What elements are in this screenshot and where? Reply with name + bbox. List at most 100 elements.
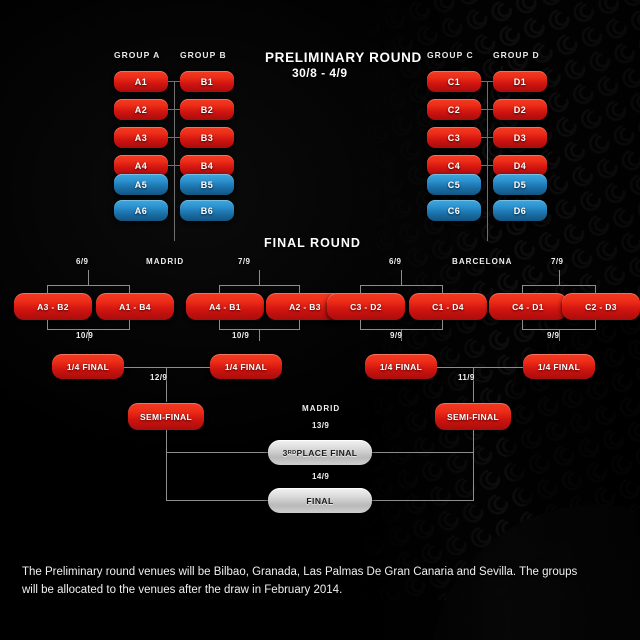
bracket-left-l3 <box>219 320 220 329</box>
team-pill-b2[interactable]: B2 <box>180 99 234 120</box>
team-pill-a6[interactable]: A6 <box>114 200 168 221</box>
rail-left-to-final <box>166 500 270 501</box>
team-pill-b1[interactable]: B1 <box>180 71 234 92</box>
team-pill-c6[interactable]: C6 <box>427 200 481 221</box>
venue-label-barcelona: BARCELONA <box>452 257 513 266</box>
team-pill-c5[interactable]: C5 <box>427 174 481 195</box>
rail-right-vertical <box>473 452 474 500</box>
connector-right-sf-stem <box>473 367 474 402</box>
third-place-date: 13/9 <box>312 421 330 430</box>
team-pill-b5[interactable]: B5 <box>180 174 234 195</box>
team-pill-c2[interactable]: C2 <box>427 99 481 120</box>
bracket-right-u1 <box>360 285 361 294</box>
third-place-ordinal-suffix: RD <box>287 449 297 456</box>
connector-ab-spine <box>174 81 175 241</box>
semifinal-pill-left[interactable]: SEMI-FINAL <box>128 403 204 430</box>
bracket-right-l-stem <box>401 329 402 341</box>
match-pill-a4-b1[interactable]: A4 - B1 <box>186 293 264 320</box>
rail-right-to-third <box>370 452 474 453</box>
bracket-left-l-stem <box>88 329 89 341</box>
match-pill-c1-d4[interactable]: C1 - D4 <box>409 293 487 320</box>
final-pill[interactable]: FINAL <box>268 488 372 513</box>
bracket-right-u2 <box>442 285 443 294</box>
third-place-number: 3 <box>282 447 288 458</box>
bracket-left-l2 <box>129 320 130 329</box>
team-pill-d3[interactable]: D3 <box>493 127 547 148</box>
bracket-left-l1 <box>47 320 48 329</box>
bracket-left-u4 <box>299 285 300 294</box>
team-pill-b3[interactable]: B3 <box>180 127 234 148</box>
date-right-7-9: 7/9 <box>551 257 564 266</box>
team-pill-a4[interactable]: A4 <box>114 155 168 176</box>
connector-left-sf-stem <box>166 367 167 402</box>
semifinal-pill-right[interactable]: SEMI-FINAL <box>435 403 511 430</box>
bracket-right-l1 <box>360 320 361 329</box>
connector-left-qf-sf <box>124 367 210 368</box>
bracket-left-u-stem <box>88 270 89 286</box>
sf-date-left: 12/9 <box>150 373 168 382</box>
date-left-6-9: 6/9 <box>76 257 89 266</box>
team-pill-c3[interactable]: C3 <box>427 127 481 148</box>
preliminary-round-title: PRELIMINARY ROUND <box>265 50 422 65</box>
bracket-right-u3 <box>522 285 523 294</box>
team-pill-d6[interactable]: D6 <box>493 200 547 221</box>
bracket-right-l3 <box>522 320 523 329</box>
qf-date-right-1: 9/9 <box>390 331 403 340</box>
qf-date-left-2: 10/9 <box>232 331 250 340</box>
match-pill-c4-d1[interactable]: C4 - D1 <box>489 293 567 320</box>
team-pill-c1[interactable]: C1 <box>427 71 481 92</box>
preliminary-round-dates: 30/8 - 4/9 <box>292 66 348 80</box>
rail-right-to-final <box>370 500 474 501</box>
team-pill-a1[interactable]: A1 <box>114 71 168 92</box>
rail-left-drop <box>166 430 167 452</box>
bracket-left-l-stem2 <box>259 329 260 341</box>
team-pill-b6[interactable]: B6 <box>180 200 234 221</box>
bracket-left-u-stem2 <box>259 270 260 286</box>
match-pill-c2-d3[interactable]: C2 - D3 <box>562 293 640 320</box>
bracket-right-l4 <box>595 320 596 329</box>
team-pill-d4[interactable]: D4 <box>493 155 547 176</box>
qf-date-left-1: 10/9 <box>76 331 94 340</box>
bracket-right-l-stem2 <box>559 329 560 341</box>
team-pill-d1[interactable]: D1 <box>493 71 547 92</box>
match-pill-a1-b4[interactable]: A1 - B4 <box>96 293 174 320</box>
match-pill-c3-d2[interactable]: C3 - D2 <box>327 293 405 320</box>
quarterfinal-pill-left-2[interactable]: 1/4 FINAL <box>210 354 282 379</box>
bracket-left-l4 <box>299 320 300 329</box>
team-pill-a2[interactable]: A2 <box>114 99 168 120</box>
quarterfinal-pill-right-2[interactable]: 1/4 FINAL <box>523 354 595 379</box>
connector-right-qf-sf <box>437 367 523 368</box>
match-pill-a3-b2[interactable]: A3 - B2 <box>14 293 92 320</box>
venue-label-madrid-left: MADRID <box>146 257 185 266</box>
group-header-b: GROUP B <box>180 50 227 60</box>
team-pill-b4[interactable]: B4 <box>180 155 234 176</box>
group-header-a: GROUP A <box>114 50 161 60</box>
team-pill-d5[interactable]: D5 <box>493 174 547 195</box>
group-header-c: GROUP C <box>427 50 474 60</box>
team-pill-a3[interactable]: A3 <box>114 127 168 148</box>
bracket-right-u4 <box>595 285 596 294</box>
venue-label-madrid-finals: MADRID <box>302 404 341 413</box>
final-round-title: FINAL ROUND <box>264 236 361 250</box>
rail-left-vertical <box>166 452 167 500</box>
connector-cd-spine <box>487 81 488 241</box>
team-pill-c4[interactable]: C4 <box>427 155 481 176</box>
bracket-right-u-stem2 <box>559 270 560 286</box>
bracket-left-u3 <box>219 285 220 294</box>
final-date: 14/9 <box>312 472 330 481</box>
date-right-6-9: 6/9 <box>389 257 402 266</box>
bracket-right-u-stem <box>401 270 402 286</box>
quarterfinal-pill-right-1[interactable]: 1/4 FINAL <box>365 354 437 379</box>
group-header-d: GROUP D <box>493 50 540 60</box>
team-pill-a5[interactable]: A5 <box>114 174 168 195</box>
bracket-left-u2 <box>129 285 130 294</box>
team-pill-d2[interactable]: D2 <box>493 99 547 120</box>
qf-date-right-2: 9/9 <box>547 331 560 340</box>
quarterfinal-pill-left-1[interactable]: 1/4 FINAL <box>52 354 124 379</box>
rail-right-drop <box>473 430 474 452</box>
sf-date-right: 11/9 <box>458 373 475 382</box>
